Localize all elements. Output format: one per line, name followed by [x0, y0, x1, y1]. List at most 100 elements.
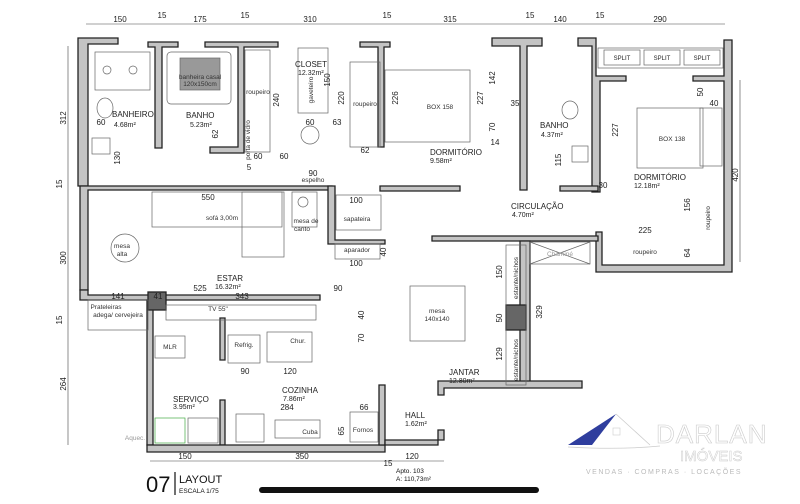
- logo-tagline: VENDAS · COMPRAS · LOCAÇÕES: [586, 467, 742, 476]
- furniture-label: Prateleiras: [90, 304, 122, 311]
- furniture-label: MLR: [163, 344, 177, 351]
- furniture-label: canto: [294, 226, 310, 233]
- dim-label: 64: [683, 248, 692, 257]
- room-area: 12.80m²: [449, 378, 475, 385]
- company-logo: DARLAN IMÓVEIS VENDAS · COMPRAS · LOCAÇÕ…: [567, 413, 767, 476]
- room-closet: CLOSET: [295, 60, 327, 69]
- dim-label: 70: [488, 122, 497, 131]
- dim-label: 15: [241, 11, 250, 20]
- dim-label: 175: [193, 15, 207, 24]
- furniture-outlines: [87, 47, 724, 444]
- room-jantar: JANTAR: [449, 368, 480, 377]
- room-hall: HALL: [405, 411, 426, 420]
- dim-label: 60: [280, 152, 289, 161]
- dim-label: 115: [554, 153, 563, 166]
- furniture-label: mesa: [114, 243, 130, 250]
- dim-label: 525: [193, 284, 207, 293]
- furniture-label: Fornos: [353, 427, 374, 434]
- dim-label: 40: [379, 247, 388, 256]
- dim-label: 50: [696, 87, 705, 96]
- dim-label: 70: [357, 333, 366, 342]
- dim-label: 300: [59, 251, 68, 265]
- furniture-label: banheira casal: [179, 74, 222, 81]
- furniture-label: BOX 138: [659, 136, 686, 143]
- dim-label: 60: [97, 118, 106, 127]
- dim-label: 227: [476, 91, 485, 105]
- dim-label: 15: [158, 11, 167, 20]
- furniture-label: TV 55": [208, 306, 228, 313]
- room-area: 4.37m²: [541, 132, 563, 139]
- furniture-label: roupeiro: [633, 249, 657, 256]
- dim-label: 15: [526, 11, 535, 20]
- room-labels: BANHEIRO 4.68m² BANHO 5.23m² CLOSET 12.3…: [112, 60, 686, 428]
- room-banho: BANHO: [186, 111, 214, 120]
- dim-label: 150: [495, 265, 504, 279]
- furniture-label: Chaminé: [547, 251, 573, 258]
- dim-label: 120: [405, 452, 419, 461]
- split-label: SPLIT: [654, 56, 671, 62]
- room-area: 12.32m²: [298, 70, 324, 77]
- room-area: 12.18m²: [634, 183, 660, 190]
- dim-label: 30: [599, 181, 608, 190]
- room-area: 4.70m²: [512, 212, 534, 219]
- room-dormitorio: DORMITÓRIO: [634, 173, 686, 182]
- dim-label: 62: [211, 129, 220, 138]
- dim-label: 310: [303, 15, 317, 24]
- dim-label: 550: [201, 193, 215, 202]
- unit-name: Apto. 103: [396, 468, 424, 475]
- room-area: 3.95m²: [173, 404, 195, 411]
- room-area: 5.23m²: [190, 122, 212, 129]
- dim-label: 156: [683, 198, 692, 212]
- furniture-labels: banheira casal 120x150cm roupeiro roupei…: [90, 56, 712, 442]
- dim-label: 240: [272, 93, 281, 107]
- room-area: 1.62m²: [405, 421, 427, 428]
- dim-label: 284: [280, 403, 294, 412]
- walls: [77, 37, 733, 453]
- room-estar: ESTAR: [217, 274, 243, 283]
- dim-label: 90: [241, 367, 250, 376]
- dim-label: 129: [495, 347, 504, 361]
- dim-label: 226: [391, 91, 400, 105]
- dim-label: 66: [360, 403, 369, 412]
- dim-label: 140: [553, 15, 567, 24]
- room-dormitorio: DORMITÓRIO: [430, 148, 482, 157]
- furniture-label: roupeiro: [353, 101, 377, 108]
- dim-label: 130: [113, 151, 122, 165]
- dim-label: 5: [247, 163, 252, 172]
- dim-label: 264: [59, 377, 68, 391]
- dim-label: 90: [309, 169, 318, 178]
- split-label: SPLIT: [694, 56, 711, 62]
- logo-name: DARLAN: [656, 419, 767, 449]
- dim-label: 120: [283, 367, 297, 376]
- furniture-label: aparador: [344, 247, 371, 254]
- dim-label: 65: [337, 426, 346, 435]
- dim-label: 50: [495, 313, 504, 322]
- dim-label: 15: [55, 179, 64, 188]
- sheet-scale: ESCALA 1/75: [179, 488, 219, 495]
- furniture-label: 120x150cm: [183, 81, 217, 88]
- room-area: 9.58m²: [430, 158, 452, 165]
- dimension-lines: [67, 23, 741, 462]
- dim-label: 343: [235, 292, 249, 301]
- dim-label: 420: [731, 168, 740, 182]
- dim-label: 290: [653, 15, 667, 24]
- furniture-label: roupeiro: [705, 206, 712, 230]
- dim-label: 15: [383, 11, 392, 20]
- dim-label: 225: [638, 226, 652, 235]
- scroll-indicator: [259, 487, 539, 493]
- room-area: 4.68m²: [114, 122, 136, 129]
- dim-label: 142: [488, 71, 497, 85]
- room-cozinha: COZINHA: [282, 386, 319, 395]
- logo-sub: IMÓVEIS: [680, 448, 743, 465]
- furniture-label: sofá 3,00m: [206, 215, 238, 222]
- dim-label: 141: [111, 292, 125, 301]
- dim-label: 100: [349, 259, 363, 268]
- dim-label: 315: [443, 15, 457, 24]
- furniture-label: Aquec.: [125, 435, 145, 442]
- furniture-label: adega/ cervejeira: [93, 312, 143, 319]
- furniture-label: Chur.: [290, 338, 306, 345]
- logo-roof-icon: [568, 414, 616, 445]
- dim-label: 90: [334, 284, 343, 293]
- dim-label: 150: [113, 15, 127, 24]
